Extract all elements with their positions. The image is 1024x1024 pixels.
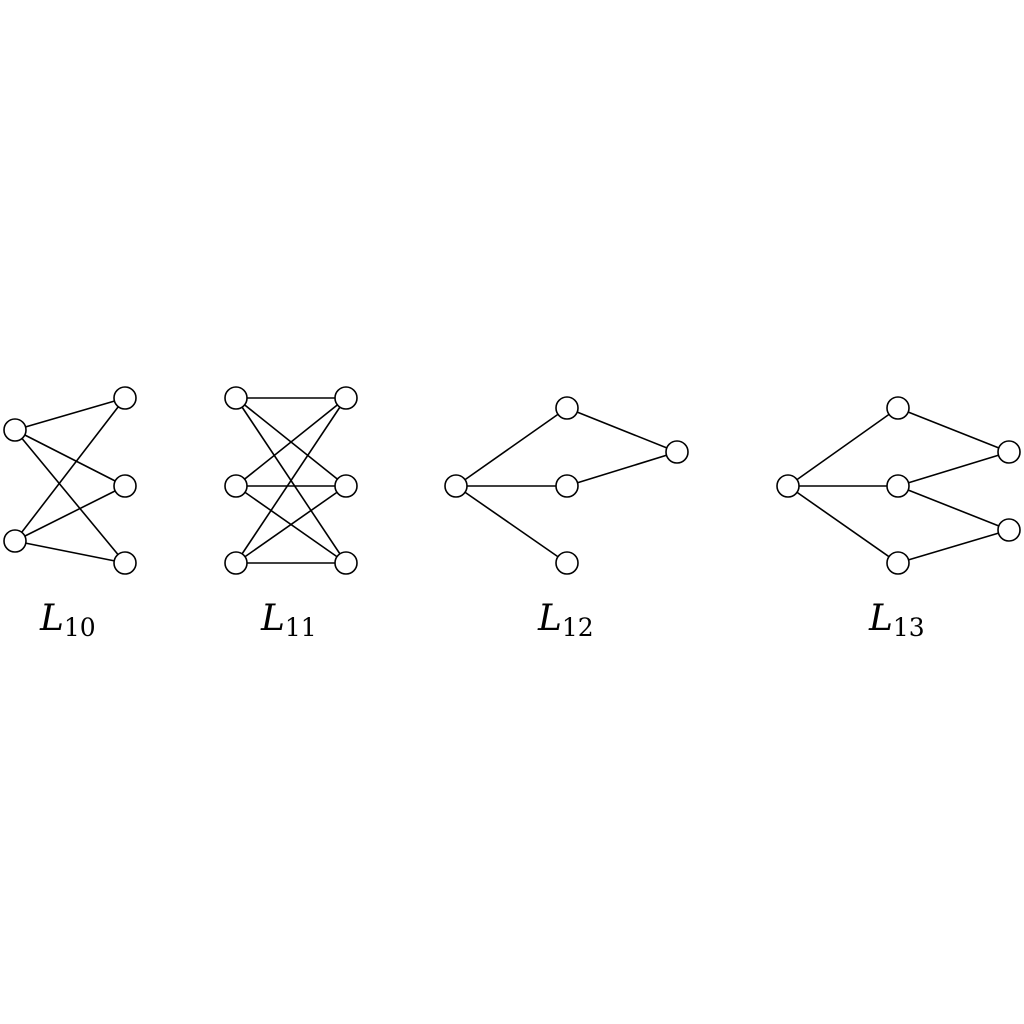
edge-m3-r2 [897, 529, 1010, 564]
node-m2 [886, 474, 910, 498]
edge-a1-b2 [14, 429, 126, 487]
edge-a1-b3 [14, 429, 126, 564]
node-a3 [224, 551, 248, 575]
graph-l11 [224, 386, 358, 575]
node-r1 [665, 440, 689, 464]
node-b2 [113, 474, 137, 498]
edge-root-m3 [455, 485, 568, 564]
graph-label-l13: L13 [868, 598, 925, 642]
node-a2 [3, 529, 27, 553]
edge-m1-r1 [897, 407, 1010, 453]
node-b2 [334, 474, 358, 498]
edge-a3-b1 [235, 397, 347, 564]
edge-m2-r1 [897, 451, 1010, 487]
edge-a2-b1 [14, 397, 126, 542]
edge-a2-b1 [235, 397, 347, 487]
node-root [776, 474, 800, 498]
edge-a2-b3 [14, 540, 126, 564]
node-a1 [224, 386, 248, 410]
node-m3 [886, 551, 910, 575]
edge-m2-r2 [897, 485, 1010, 531]
node-b3 [113, 551, 137, 575]
graph-label-l11: L11 [260, 598, 317, 642]
node-r1 [997, 440, 1021, 464]
edge-root-m1 [787, 407, 899, 487]
node-b1 [113, 386, 137, 410]
node-a2 [224, 474, 248, 498]
graph-l12 [444, 396, 689, 575]
node-root [444, 474, 468, 498]
edge-root-m3 [787, 485, 899, 564]
graph-l10 [3, 386, 137, 575]
node-m1 [886, 396, 910, 420]
edge-a3-b2 [235, 485, 347, 564]
node-r2 [997, 518, 1021, 542]
edge-root-m1 [455, 407, 568, 487]
edge-m1-r1 [566, 407, 678, 453]
graph-l13 [776, 396, 1021, 575]
node-a1 [3, 418, 27, 442]
node-m1 [555, 396, 579, 420]
graph-label-l10: L10 [39, 598, 96, 642]
node-m2 [555, 474, 579, 498]
edge-m2-r1 [566, 451, 678, 487]
node-b3 [334, 551, 358, 575]
node-m3 [555, 551, 579, 575]
node-b1 [334, 386, 358, 410]
graph-label-l12: L12 [537, 598, 594, 642]
edge-a2-b2 [14, 485, 126, 542]
edge-a1-b1 [14, 397, 126, 431]
